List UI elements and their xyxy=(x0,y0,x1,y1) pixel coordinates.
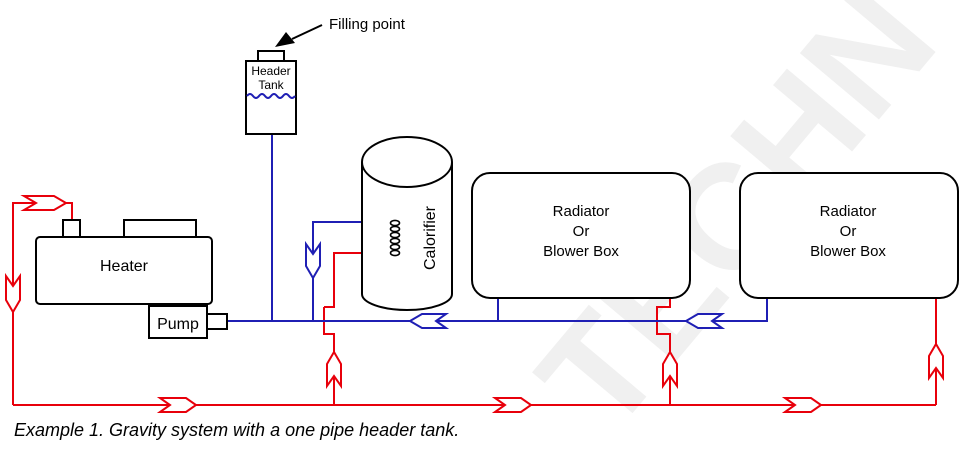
flow-arrow-up-3 xyxy=(928,342,944,382)
radiator-1-label-1: Radiator xyxy=(553,203,610,220)
flow-arrow-right-1 xyxy=(156,397,198,413)
heater-label: Heater xyxy=(100,258,149,275)
return-arrow-down xyxy=(305,240,321,280)
heater: Heater xyxy=(35,219,213,305)
filling-point-label: Filling point xyxy=(329,16,406,33)
water-level xyxy=(246,93,296,99)
header-tank-label-1: Header xyxy=(251,64,290,78)
figure-caption: Example 1. Gravity system with a one pip… xyxy=(14,420,460,440)
filling-point-arrowhead xyxy=(275,32,295,47)
filling-point-callout: Filling point xyxy=(275,16,406,47)
flow-arrow-right-2 xyxy=(491,397,533,413)
header-tank-label-2: Tank xyxy=(258,78,284,92)
filling-cap xyxy=(257,50,285,62)
flow-arrows xyxy=(5,195,944,413)
flow-arrow-up-left xyxy=(5,272,21,314)
radiator-2-label-1: Radiator xyxy=(820,203,877,220)
radiator-2: Radiator Or Blower Box xyxy=(739,172,959,299)
radiator-1-label-3: Blower Box xyxy=(543,243,619,260)
return-arrow-left-2 xyxy=(684,313,726,329)
radiator-2-label-3: Blower Box xyxy=(810,243,886,260)
return-arrows xyxy=(305,240,726,329)
pump-label: Pump xyxy=(157,316,199,333)
flow-arrow-right-3 xyxy=(781,397,823,413)
flow-arrow-up-2 xyxy=(662,350,678,390)
flow-arrow-up-1 xyxy=(326,350,342,390)
header-tank: Header Tank xyxy=(245,50,297,135)
flow-arrow-right-top xyxy=(20,195,68,211)
pump: Pump xyxy=(148,305,228,339)
calorifier: Calorifier xyxy=(361,136,453,311)
heating-coil xyxy=(389,219,401,257)
radiator-1-label-2: Or xyxy=(573,223,590,240)
radiator-1: Radiator Or Blower Box xyxy=(471,172,691,299)
radiator-2-label-2: Or xyxy=(840,223,857,240)
return-arrow-left-1 xyxy=(408,313,450,329)
calorifier-label: Calorifier xyxy=(422,205,439,270)
